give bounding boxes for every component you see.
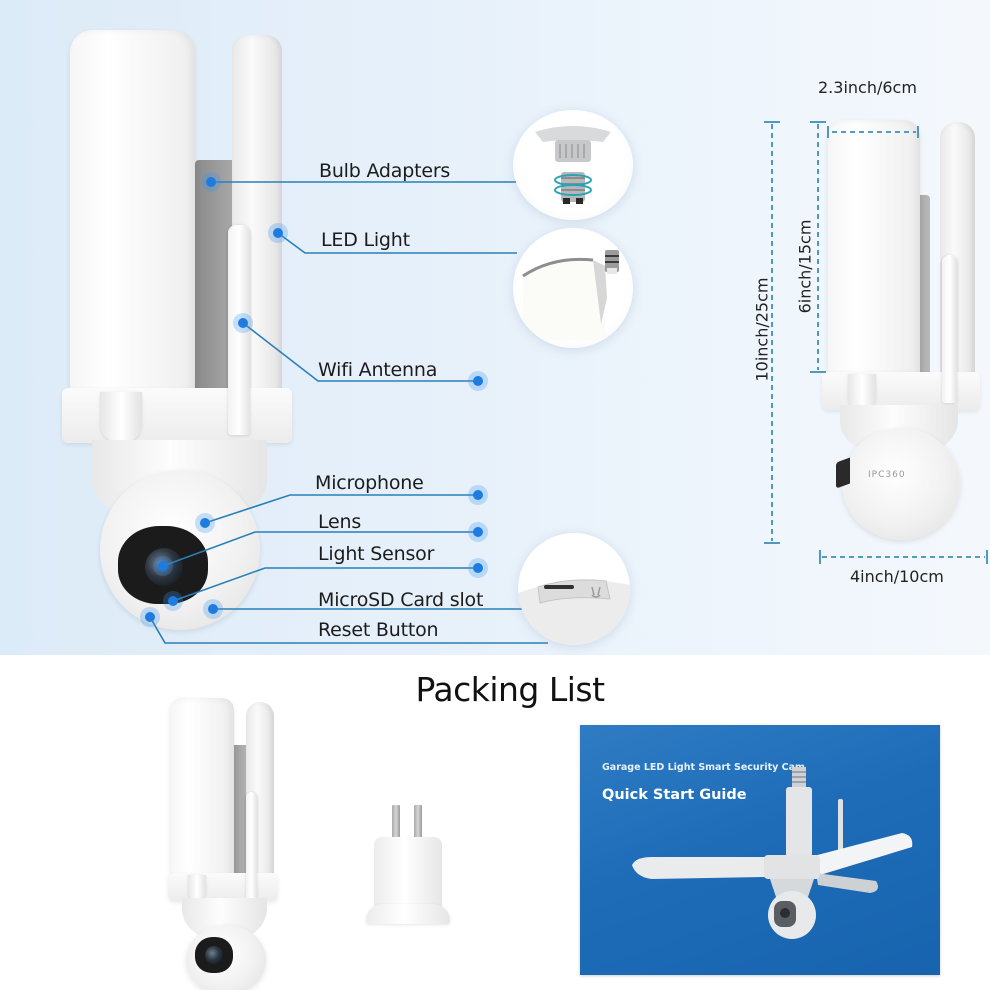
packing-list-title: Packing List — [415, 670, 605, 709]
collar-ring — [62, 388, 292, 443]
pk-clip — [188, 875, 206, 900]
callout-end-dot-light-sensor — [473, 563, 483, 573]
callout-dot-bulb-adapters[interactable] — [206, 177, 216, 187]
dim-dome — [842, 428, 960, 540]
callout-dot-reset[interactable] — [145, 612, 155, 622]
feature-label-reset-button: Reset Button — [318, 619, 439, 641]
microsd-slot-icon — [518, 579, 630, 645]
dimension-lines — [764, 121, 988, 564]
dim-panel-width: 2.3inch/6cm — [818, 78, 917, 97]
packing-item-quick-start-guide: Garage LED Light Smart Security Cam Quic… — [580, 725, 940, 975]
detail-microsd-slot-image — [518, 533, 630, 645]
callout-end-dot-lens — [473, 527, 483, 537]
pk-antenna-front — [246, 792, 257, 900]
bulb-adapter-icon — [535, 126, 611, 204]
dim-total-height: 10inch/25cm — [752, 277, 772, 382]
plug-prong-left — [392, 805, 400, 839]
plug-adapter-base — [366, 904, 450, 924]
feature-label-wifi-antenna: Wifi Antenna — [318, 359, 438, 381]
guide-title: Quick Start Guide — [602, 787, 747, 803]
plug-prong-right — [414, 805, 422, 839]
callout-dot-microphone[interactable] — [200, 518, 210, 528]
callout-dot-wifi-antenna[interactable] — [238, 318, 248, 328]
callout-end-dot-microphone — [473, 490, 483, 500]
panel-clip — [100, 392, 142, 442]
dim-clip — [848, 374, 876, 410]
callout-dot-light-sensor[interactable] — [168, 596, 178, 606]
feature-label-microsd-card-slot: MicroSD Card slot — [318, 589, 484, 611]
feature-label-microphone: Microphone — [315, 472, 424, 494]
guide-subtitle: Garage LED Light Smart Security Cam — [602, 762, 805, 773]
dim-total-width: 4inch/10cm — [850, 567, 944, 586]
detail-bulb-adapter-image — [513, 110, 633, 220]
led-panel-front — [70, 30, 195, 392]
callout-dot-led-light[interactable] — [273, 228, 283, 238]
detail-led-light-image — [513, 228, 633, 348]
feature-label-bulb-adapters: Bulb Adapters — [319, 160, 451, 182]
plug-adapter-body — [374, 837, 442, 915]
feature-label-led-light: LED Light — [321, 229, 410, 251]
pk-collar — [168, 873, 278, 901]
led-panel-icon — [522, 250, 619, 340]
dim-panel-front — [828, 120, 920, 375]
wifi-antenna-front — [228, 225, 250, 435]
callout-dot-lens[interactable] — [158, 561, 168, 571]
feature-label-light-sensor: Light Sensor — [318, 543, 435, 565]
guide-cover-illustration — [632, 767, 913, 939]
pk-panel-front — [170, 698, 234, 878]
dim-antenna-front — [942, 255, 957, 403]
dim-panel-height: 6inch/15cm — [795, 219, 815, 314]
pk-lens-glass — [205, 946, 223, 964]
callout-end-dot-wifi-antenna — [473, 376, 483, 386]
feature-label-lens: Lens — [318, 511, 362, 533]
callout-dot-microsd[interactable] — [208, 604, 218, 614]
brand-mark: IPC360 — [868, 470, 906, 480]
